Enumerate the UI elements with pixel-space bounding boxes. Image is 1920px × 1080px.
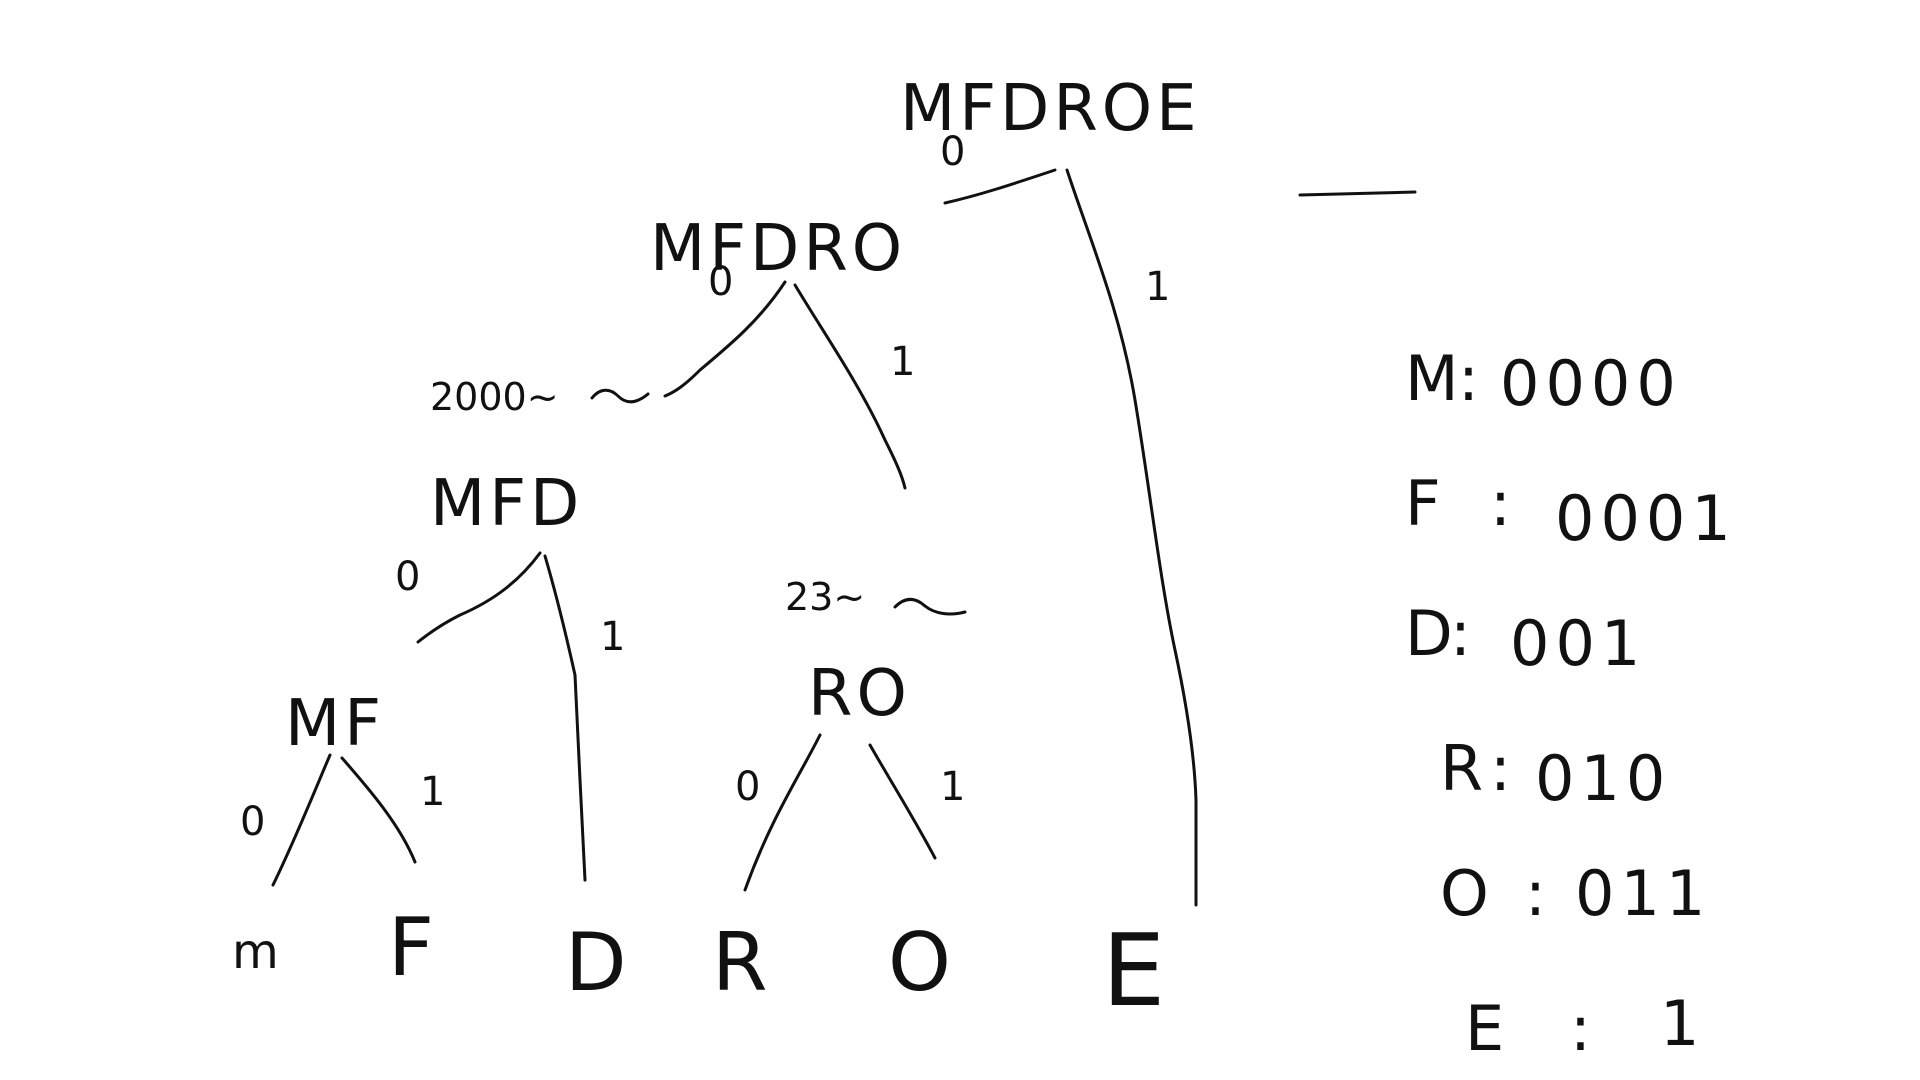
leaf-f: F [388, 901, 434, 994]
node-root-label: MFDROE [900, 72, 1201, 146]
edge-ro-to-r [743, 733, 822, 892]
edge-ro-to-o [868, 743, 937, 860]
note-ro-weight: 23~ [785, 575, 865, 619]
tree-edges [271, 168, 1417, 907]
root-underline-stroke [1298, 190, 1417, 197]
bit-mfd-right: 1 [600, 614, 625, 660]
bit-root-left: 0 [940, 129, 965, 175]
edge-mfd-to-mf [416, 551, 542, 644]
edge-mfdro-to-ro [793, 283, 907, 490]
code-value-f: 0001 [1555, 482, 1737, 555]
code-symbol-m: M [1405, 342, 1465, 415]
code-colon-o: : [1525, 857, 1552, 930]
note-mfd-weight: 2000~ [430, 375, 559, 419]
bit-mfdro-right: 1 [890, 339, 915, 385]
code-symbol-o: O [1440, 857, 1495, 930]
code-value-r: 010 [1535, 742, 1671, 815]
note-tilde-mfd [590, 388, 650, 404]
edge-mfd-to-d [543, 554, 587, 882]
edge-mf-to-f [340, 756, 417, 864]
code-symbol-r: R [1440, 732, 1489, 805]
code-value-m: 0000 [1500, 347, 1682, 420]
leaf-e: E [1102, 912, 1165, 1029]
code-symbol-e: E [1465, 992, 1510, 1065]
leaf-m: m [232, 924, 279, 980]
code-colon-d: : [1450, 597, 1477, 670]
bit-mf-left: 0 [240, 799, 265, 845]
leaf-o: O [888, 916, 951, 1009]
code-colon-r: : [1490, 732, 1517, 805]
edge-mf-to-m [271, 753, 332, 887]
bit-mfd-left: 0 [395, 554, 420, 600]
node-mf-label: MF [285, 687, 385, 761]
code-value-d: 001 [1510, 607, 1646, 680]
code-value-o: 011 [1575, 857, 1711, 930]
edge-root-to-e [1065, 168, 1198, 907]
edge-mfdro-to-mfd [663, 280, 787, 398]
bit-ro-right: 1 [940, 764, 965, 810]
code-table: M : 0000 F : 0001 D : 001 R : 010 O : 01… [1405, 342, 1737, 1065]
bit-mf-right: 1 [420, 769, 445, 815]
leaf-r: R [712, 916, 768, 1009]
node-ro-label: RO [808, 657, 911, 731]
code-value-e: 1 [1660, 987, 1705, 1060]
note-tilde-ro [893, 597, 967, 616]
code-colon-e: : [1570, 992, 1597, 1065]
code-colon-m: : [1458, 342, 1485, 415]
code-symbol-d: D [1405, 597, 1459, 670]
leaf-d: D [565, 916, 627, 1009]
edge-root-to-mfdro [943, 168, 1057, 205]
code-colon-f: : [1490, 467, 1517, 540]
node-mfd-label: MFD [430, 467, 583, 541]
code-symbol-f: F [1405, 467, 1447, 540]
bit-ro-left: 0 [735, 764, 760, 810]
bit-root-right: 1 [1145, 264, 1170, 310]
bit-mfdro-left: 0 [708, 259, 733, 305]
node-mfdro-label: MFDRO [650, 212, 906, 286]
